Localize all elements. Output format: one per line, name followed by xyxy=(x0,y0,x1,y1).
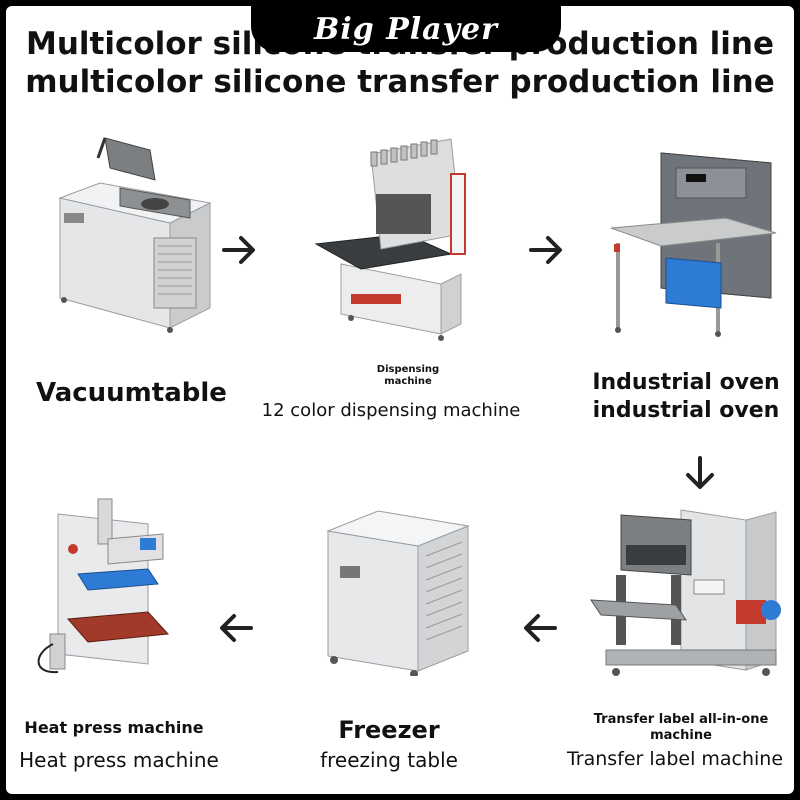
brand-banner: Big Player xyxy=(251,6,561,52)
freezer-heading: Freezer xyxy=(338,716,440,744)
heat-press-machine-image xyxy=(37,498,170,674)
freezer-caption: freezing table xyxy=(320,748,458,772)
title-line-2: multicolor silicone transfer production … xyxy=(25,64,775,100)
arrow-left-icon xyxy=(220,614,253,642)
vacuum-table-heading: Vacuumtable xyxy=(36,378,227,408)
infographic-frame: Multicolor silicone transfer production … xyxy=(6,6,794,794)
dispensing-machine-image xyxy=(314,138,466,341)
dispensing-machine-caption: 12 color dispensing machine xyxy=(261,400,521,421)
transfer-label-machine-image xyxy=(590,509,781,676)
brand-name: Big Player xyxy=(314,11,498,47)
industrial-oven-caption: industrial oven xyxy=(592,398,780,423)
arrow-down-icon xyxy=(686,456,714,489)
arrow-left-icon xyxy=(524,614,557,642)
industrial-oven-image xyxy=(610,152,777,337)
transfer-label-caption: Transfer label machine xyxy=(566,748,784,770)
industrial-oven-heading: Industrial oven xyxy=(592,370,780,395)
heat-press-caption: Heat press machine xyxy=(19,748,219,772)
arrow-right-icon xyxy=(529,236,562,264)
arrow-right-icon xyxy=(222,236,255,264)
freezer-image xyxy=(326,510,470,676)
vacuum-table-image xyxy=(58,137,212,333)
dispensing-machine-heading: Dispensing machine xyxy=(376,364,440,387)
transfer-label-heading: Transfer label all-in-one machine xyxy=(593,712,769,743)
heat-press-heading: Heat press machine xyxy=(24,718,204,737)
